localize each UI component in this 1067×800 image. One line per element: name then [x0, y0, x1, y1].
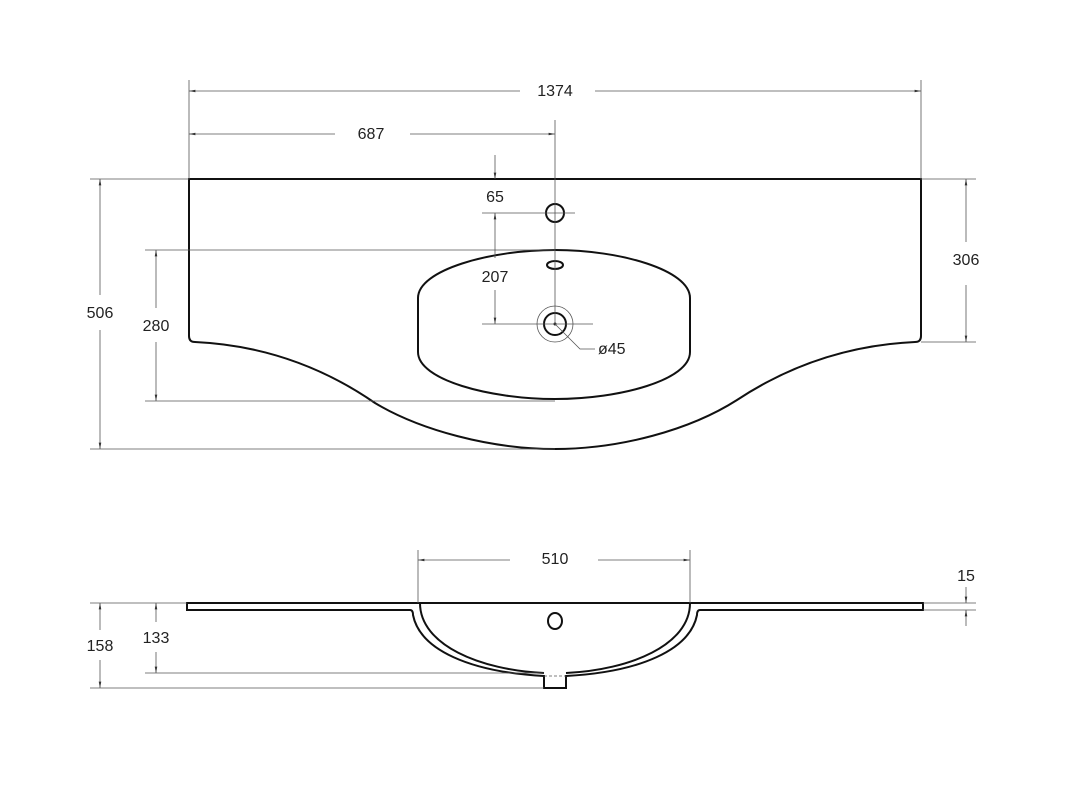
dim-total-height: 158 — [87, 638, 114, 655]
countertop-outline — [188, 178, 922, 451]
dim-basin-depth: 280 — [143, 318, 170, 335]
dim-tap-offset: 65 — [486, 189, 504, 206]
dim-tap-to-drain: 207 — [482, 269, 509, 286]
dim-drain-diameter: ø45 — [598, 341, 626, 358]
dim-basin-height: 133 — [143, 630, 170, 647]
top-view: 1374 687 65 207 ø45 506 280 306 — [87, 80, 980, 451]
side-profile-outer — [186, 602, 924, 689]
side-view: 510 15 133 158 — [87, 550, 976, 689]
dim-slab-thickness: 15 — [957, 568, 975, 585]
dim-overall-width: 1374 — [537, 83, 573, 100]
dim-overall-depth: 506 — [87, 305, 114, 322]
side-tap-hole — [547, 612, 563, 630]
dim-side-depth: 306 — [953, 252, 980, 269]
basin-outline — [417, 248, 691, 401]
side-profile-inner — [419, 602, 691, 674]
dim-half-width: 687 — [358, 126, 385, 143]
dim-basin-width: 510 — [542, 551, 569, 568]
